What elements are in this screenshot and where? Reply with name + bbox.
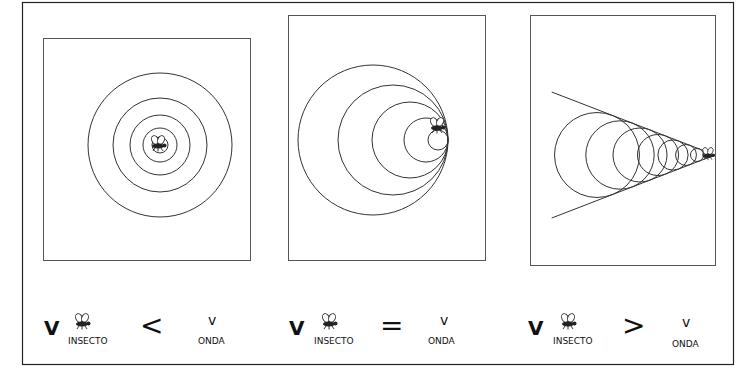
- velocity-symbol: v: [440, 313, 448, 327]
- insect-body: [323, 321, 335, 326]
- insect-leg: [568, 326, 569, 330]
- wave-front: [143, 128, 177, 162]
- insect-leg: [437, 130, 438, 134]
- velocity-symbol: V: [44, 318, 59, 338]
- insect-body: [152, 143, 164, 148]
- velocity-symbol: V: [528, 318, 543, 338]
- insect-icon: [74, 313, 90, 330]
- comparison-sign: >: [622, 312, 645, 340]
- mach-cone-line: [552, 155, 715, 218]
- wave-front: [586, 121, 654, 189]
- wave-front: [691, 149, 704, 162]
- insect-icon: [429, 117, 445, 134]
- insect-head: [163, 144, 167, 148]
- wave-front: [113, 98, 207, 192]
- insect-leg: [432, 130, 434, 133]
- comparison-sign: <: [140, 312, 163, 340]
- subscript-label: INSECTO: [314, 337, 354, 346]
- subscript-label: ONDA: [198, 337, 225, 346]
- insect-leg: [82, 326, 83, 330]
- insect-icon: [702, 147, 715, 161]
- outer-frame: [23, 3, 734, 365]
- subscript-label: ONDA: [672, 340, 699, 349]
- insect-leg: [571, 326, 573, 329]
- insect-leg: [77, 326, 79, 329]
- panel-frame: [289, 16, 486, 261]
- insect-leg: [708, 157, 709, 160]
- panel-frame: [531, 16, 716, 266]
- wave-front: [130, 115, 190, 175]
- insect-leg: [161, 148, 163, 151]
- comparison-sign: =: [380, 312, 403, 340]
- insect-leg: [704, 157, 706, 159]
- wave-front: [372, 102, 448, 178]
- subscript-label: INSECTO: [68, 337, 108, 346]
- insect-body: [703, 154, 713, 158]
- insect-icon: [150, 135, 166, 152]
- insect-leg: [153, 148, 155, 151]
- insect-icon: [560, 313, 576, 330]
- insect-head: [334, 322, 338, 326]
- wave-front: [555, 113, 640, 198]
- insect-leg: [332, 326, 334, 329]
- velocity-symbol: V: [289, 318, 304, 338]
- insect-leg: [710, 157, 712, 159]
- insect-icon: [321, 313, 337, 330]
- insect-leg: [158, 148, 159, 152]
- wave-front: [676, 145, 697, 166]
- insect-leg: [324, 326, 326, 329]
- panel-frame: [44, 39, 251, 261]
- insect-leg: [85, 326, 87, 329]
- wave-front: [428, 130, 448, 150]
- wave-front: [298, 65, 448, 215]
- insect-leg: [563, 326, 565, 329]
- velocity-symbol: v: [208, 313, 216, 327]
- insect-leg: [329, 326, 330, 330]
- insect-body: [76, 321, 88, 326]
- wave-front: [338, 85, 448, 195]
- insect-head: [442, 126, 446, 130]
- wave-front: [613, 128, 667, 182]
- mach-cone-line: [552, 92, 715, 155]
- velocity-symbol: v: [682, 315, 690, 329]
- insect-head: [573, 322, 577, 326]
- wave-front: [88, 73, 232, 217]
- insect-head: [87, 322, 91, 326]
- insect-leg: [440, 130, 442, 133]
- insect-head: [712, 154, 715, 157]
- subscript-label: INSECTO: [553, 337, 593, 346]
- insect-body: [562, 321, 574, 326]
- insect-body: [431, 125, 443, 130]
- subscript-label: ONDA: [428, 337, 455, 346]
